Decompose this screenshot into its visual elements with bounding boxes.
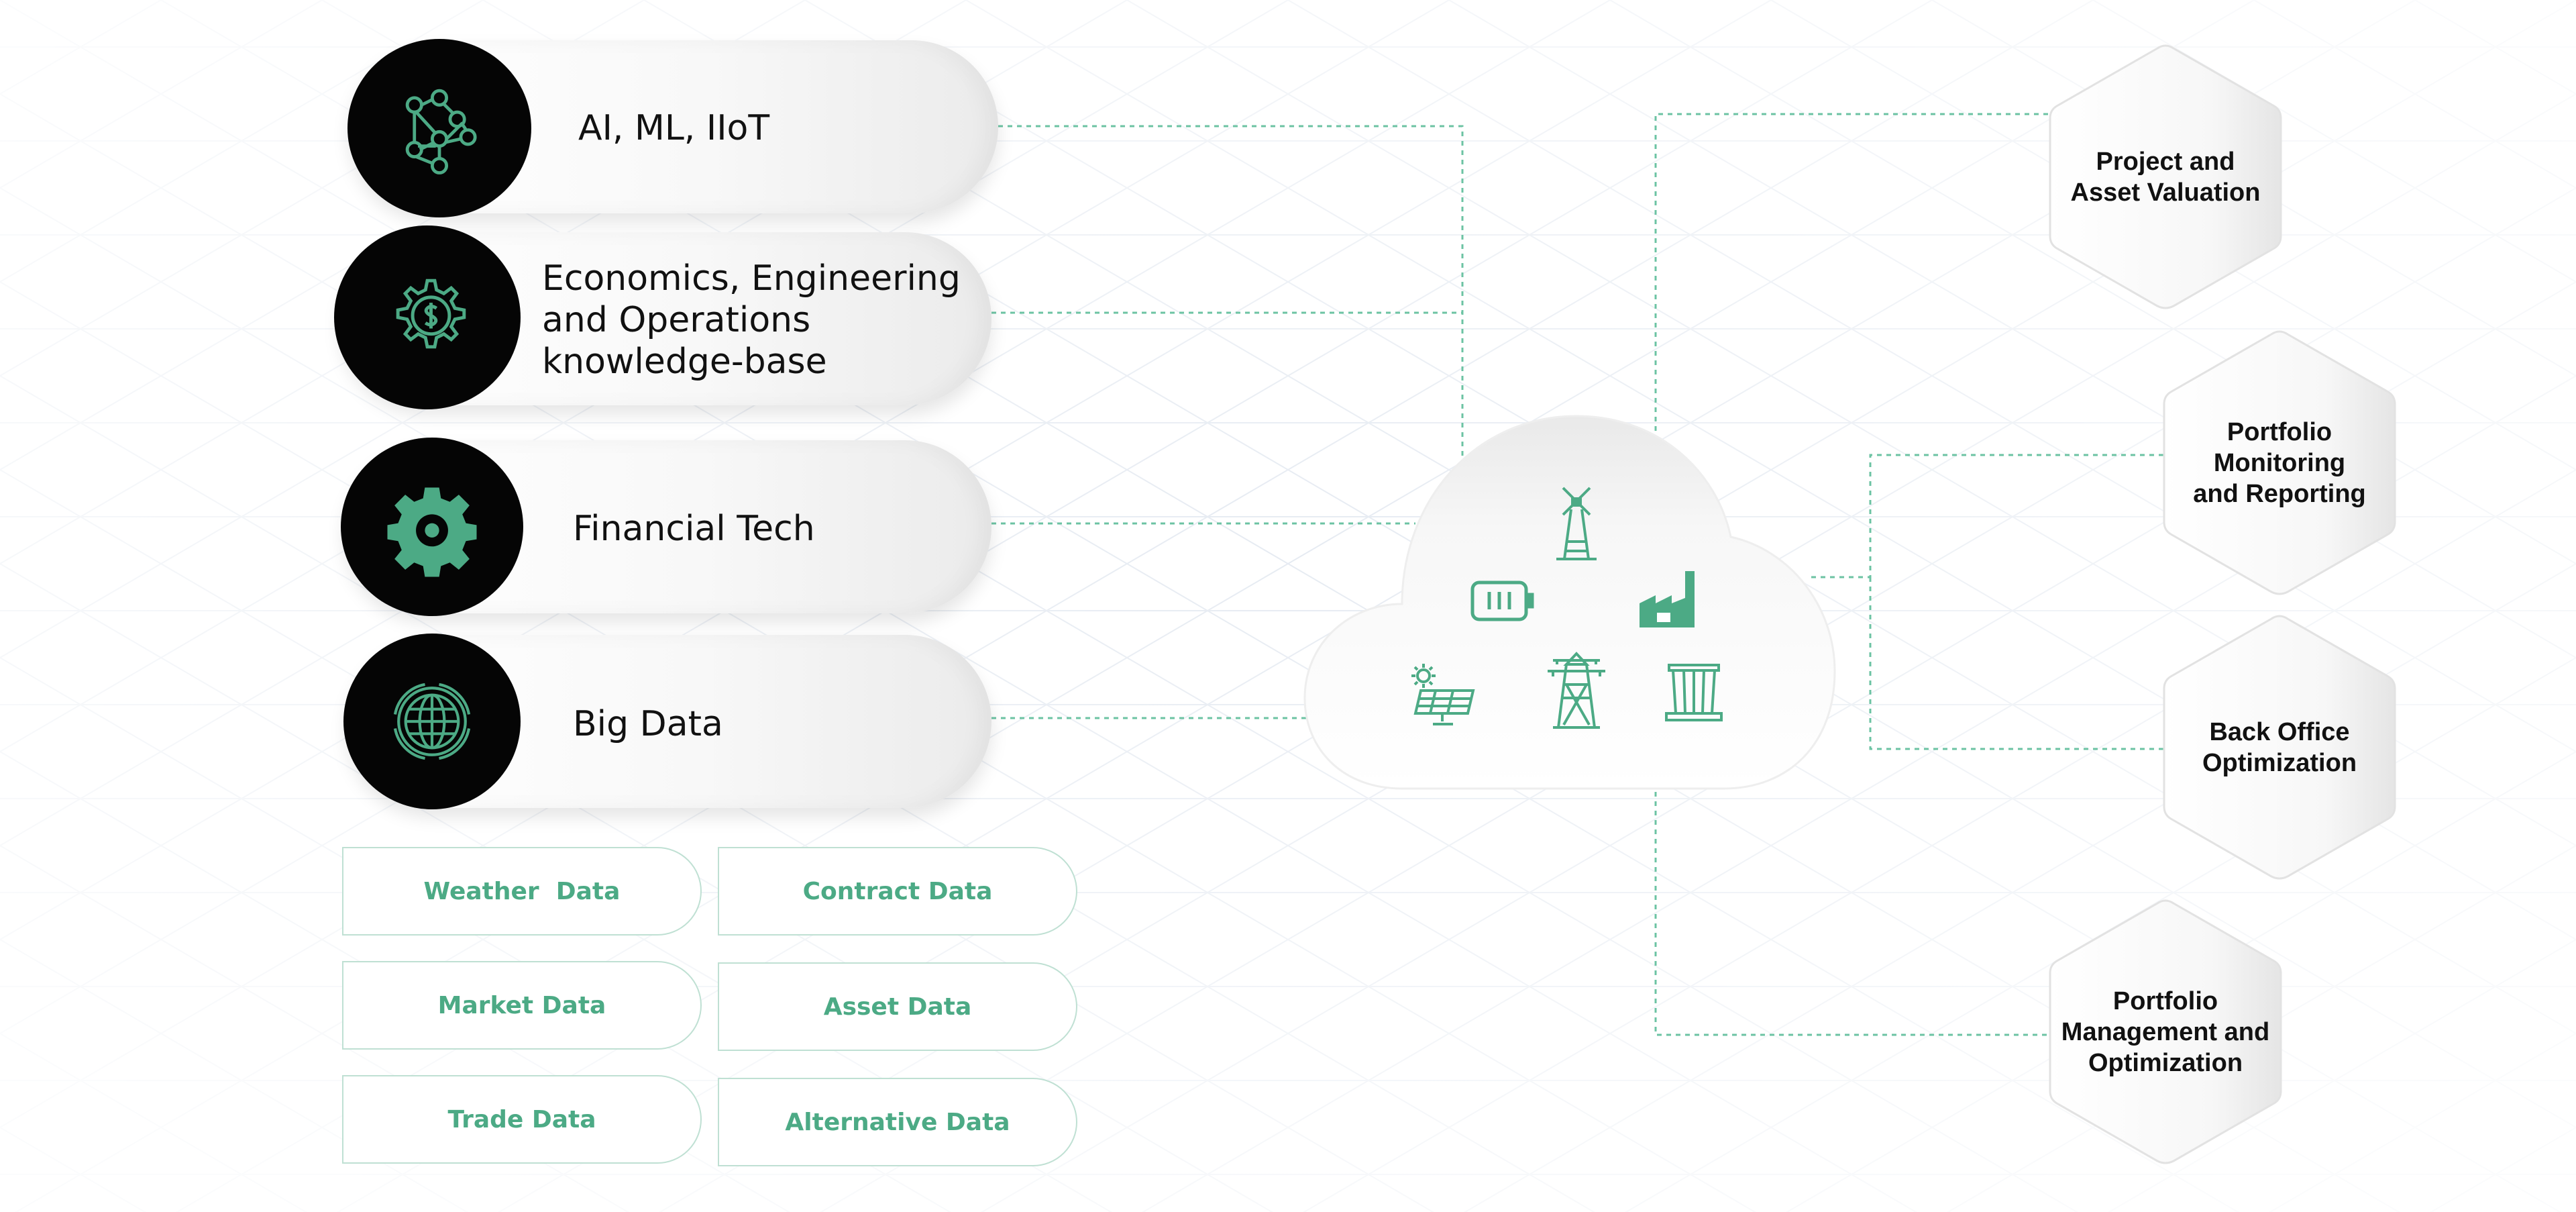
gear-icon: [387, 487, 477, 577]
cloud-shape: [1303, 415, 1836, 790]
capability-circle-bigdata: [343, 634, 521, 809]
solar-panel-icon: [1409, 661, 1476, 728]
capability-label-economics: Economics, Engineering and Operations kn…: [542, 258, 961, 382]
hydro-dam-icon: [1664, 660, 1724, 727]
link-backoffice: [1869, 577, 2167, 750]
factory-icon: [1637, 568, 1699, 630]
data-source-trade[interactable]: Trade Data: [342, 1075, 702, 1164]
link-monitoring: [1811, 454, 2167, 578]
transmission-tower-icon: [1540, 651, 1613, 730]
outcome-label-management: Portfolio Management and Optimization: [2061, 987, 2270, 1077]
capability-circle-fintech: [341, 438, 523, 616]
link-ai: [998, 125, 1464, 456]
capability-circle-economics: [334, 225, 521, 409]
globe-radar-icon: [393, 683, 471, 760]
link-management: [1654, 792, 2053, 1036]
link-valuation: [1654, 113, 2053, 450]
outcome-label-valuation: Project and Asset Valuation: [2070, 148, 2261, 207]
dollar-gear-icon: [396, 279, 466, 349]
battery-icon: [1469, 577, 1536, 624]
outcome-monitoring: Portfolio Monitoring and Reporting: [2159, 329, 2400, 597]
outcome-valuation: Project and Asset Valuation: [2045, 43, 2286, 311]
energy-cloud: [1301, 413, 1838, 799]
capability-label-ai: AI, ML, IIoT: [578, 108, 770, 148]
data-source-alternative[interactable]: Alternative Data: [718, 1078, 1077, 1166]
data-source-weather[interactable]: Weather Data: [342, 847, 702, 936]
outcome-backoffice: Back Office Optimization: [2159, 613, 2400, 882]
outcome-label-monitoring: Portfolio Monitoring and Reporting: [2193, 418, 2366, 508]
outcome-management: Portfolio Management and Optimization: [2045, 898, 2286, 1166]
outcome-label-backoffice: Back Office Optimization: [2202, 718, 2357, 777]
data-source-market[interactable]: Market Data: [342, 961, 702, 1050]
capability-circle-ai: [347, 39, 531, 217]
windmill-icon: [1543, 480, 1610, 564]
data-source-asset[interactable]: Asset Data: [718, 962, 1077, 1051]
capability-label-fintech: Financial Tech: [573, 509, 815, 549]
data-source-contract[interactable]: Contract Data: [718, 847, 1077, 936]
neural-network-icon: [405, 89, 477, 174]
capability-label-bigdata: Big Data: [573, 704, 723, 744]
